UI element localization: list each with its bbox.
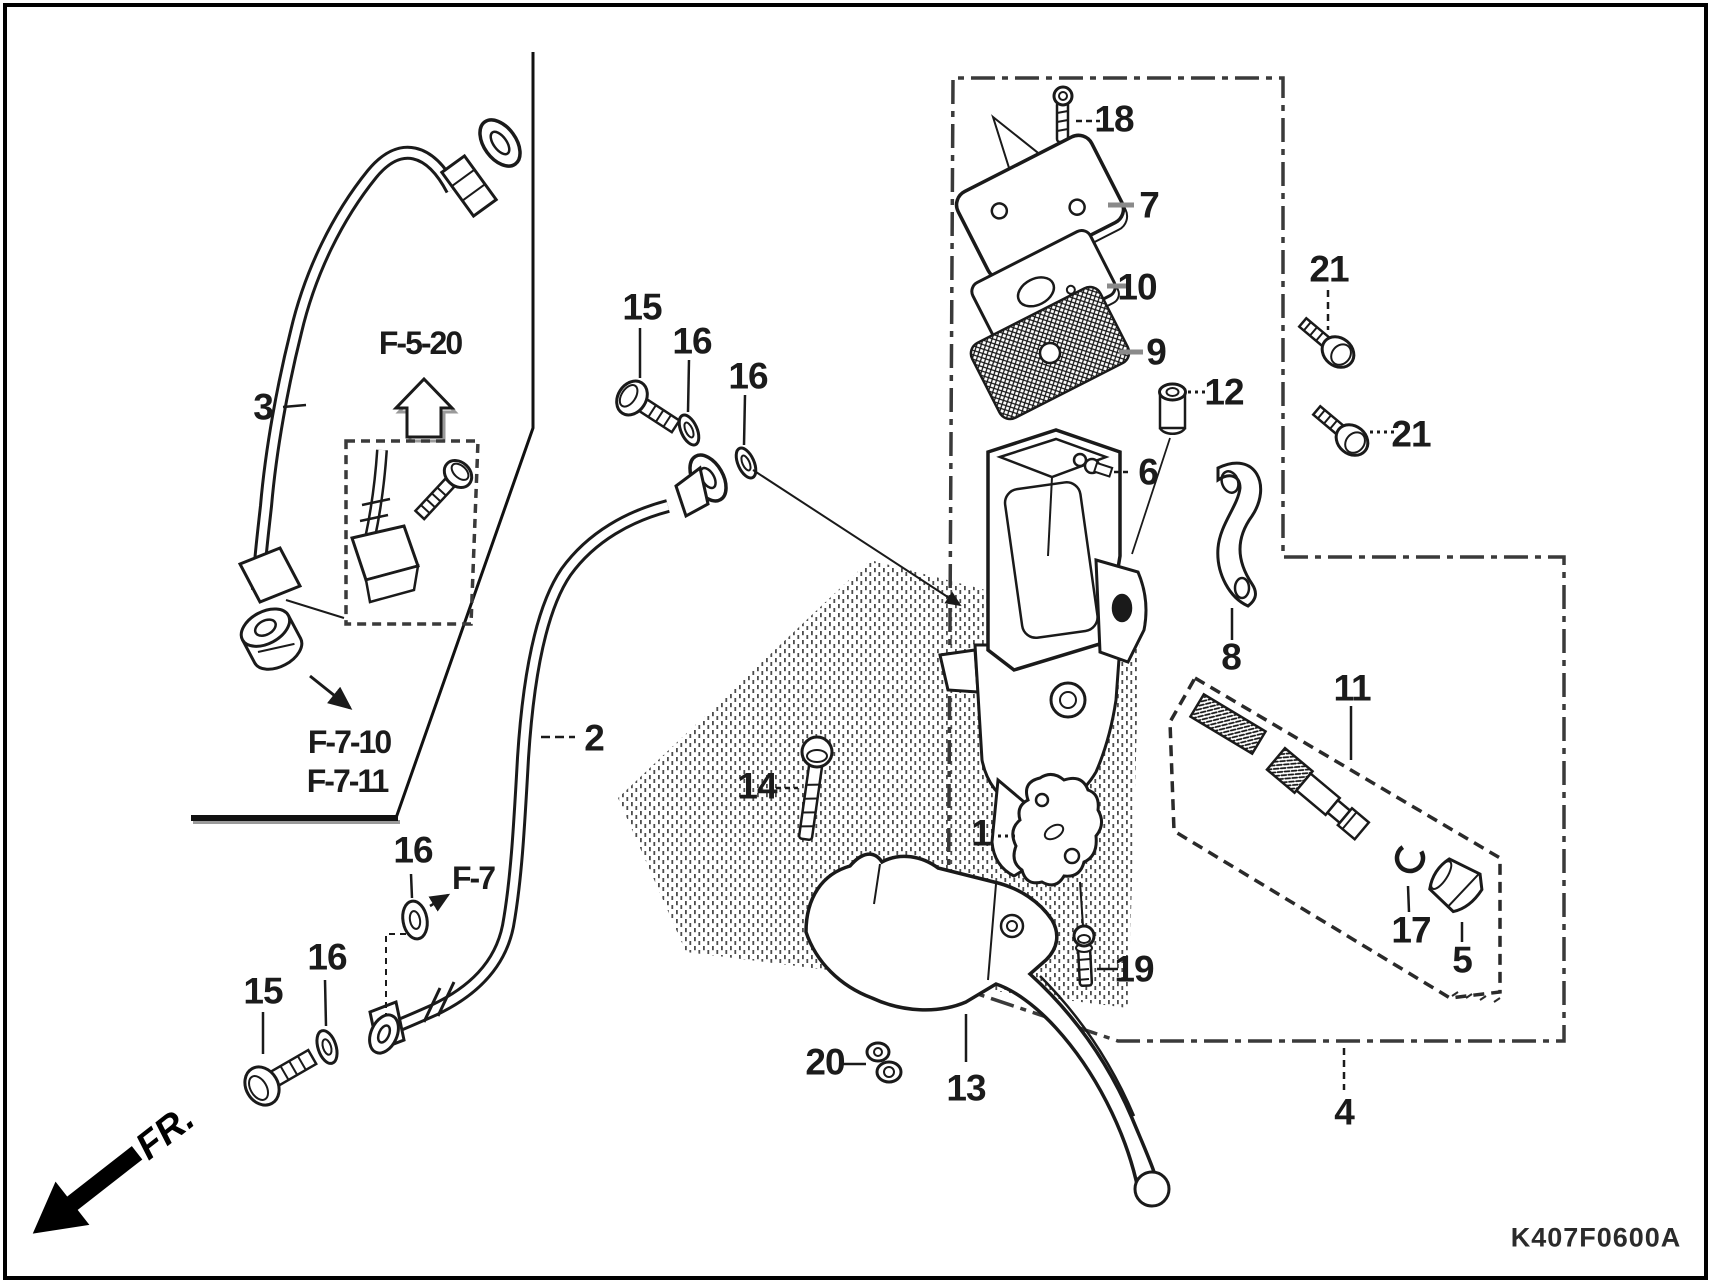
part-label-11: 11 [1333, 667, 1371, 709]
part-label-1: 1 [971, 812, 992, 854]
part-label-18: 18 [1094, 98, 1134, 140]
hose-joint-detail-box [285, 439, 480, 626]
part-label-17: 17 [1391, 909, 1431, 951]
part-label-4: 4 [1334, 1091, 1355, 1133]
part-label-3: 3 [253, 386, 274, 428]
sealing-washer-16-a [677, 413, 701, 447]
front-arrow-icon [32, 1181, 90, 1234]
part-label-15: 15 [622, 286, 662, 328]
diagram-code: K407F0600A [1510, 1222, 1682, 1253]
banjo-bolt-15-top [615, 379, 682, 434]
hose-3-eyelet-top [478, 118, 522, 168]
diaphragm-9 [969, 285, 1131, 421]
f7-ref-arrow [428, 893, 451, 912]
part-label-16: 16 [307, 936, 347, 978]
hose-2-eyelet-bottom [368, 1013, 400, 1055]
hose-3-eyelet-bottom [239, 607, 304, 671]
sealing-washer-16-d [401, 899, 429, 941]
ref-label-f-5-20: F-5-20 [378, 325, 463, 361]
part-label-15: 15 [243, 970, 283, 1012]
part-label-6: 6 [1138, 451, 1159, 493]
part-label-8: 8 [1221, 636, 1242, 678]
part-label-16: 16 [393, 829, 433, 871]
holder-clamp-8 [1216, 461, 1263, 608]
bolt-21-b [1311, 404, 1370, 457]
master-cylinder-kit-box [1168, 675, 1502, 1003]
reservoir-cap-7 [954, 133, 1129, 287]
part-label-16: 16 [728, 355, 768, 397]
sealing-washer-16-b [734, 446, 758, 480]
banjo-bolt-15-bottom [243, 1048, 318, 1107]
boot-5 [1428, 857, 1484, 914]
part-label-12: 12 [1204, 371, 1244, 413]
lever-bracket-1 [1011, 773, 1103, 927]
hose-2-mount-leader [752, 469, 962, 607]
screw-6 [1072, 452, 1114, 478]
ref-label-f-7-10: F-7-10 [307, 724, 392, 760]
circlip-17 [1394, 842, 1426, 874]
ref-label-f-7-11: F-7-11 [306, 763, 389, 799]
part-label-20: 20 [805, 1041, 845, 1083]
part-label-10: 10 [1117, 266, 1157, 308]
section-boundary-left [191, 52, 535, 824]
ref-label-f-7: F-7 [452, 860, 496, 896]
bolt-21-a [1297, 316, 1356, 369]
front-arrow-shaft [64, 1146, 143, 1213]
hose-3-crimp [439, 153, 499, 219]
part-label-16: 16 [672, 320, 712, 362]
part-label-19: 19 [1114, 948, 1154, 990]
leader-lines [261, 119, 1464, 1090]
part-label-21: 21 [1391, 413, 1431, 455]
brake-lever-13 [804, 852, 1171, 1208]
hose-3-ref-arrow [309, 674, 353, 710]
joint-bolt [413, 459, 474, 521]
ref-arrow-up-icon [392, 376, 459, 443]
part-label-14: 14 [737, 765, 777, 807]
part-label-2: 2 [584, 717, 605, 759]
page-frame [3, 3, 1708, 1280]
brake-hose-2 [368, 453, 728, 1055]
part-label-21: 21 [1309, 248, 1349, 290]
brake-hose-3 [237, 118, 522, 671]
front-direction-marker: FR. [32, 1097, 202, 1234]
pivot-bolt-14 [797, 735, 834, 841]
spring [1188, 692, 1268, 756]
part-label-5: 5 [1452, 939, 1473, 981]
sealing-washer-16-c [315, 1029, 339, 1065]
detail-region-border [946, 76, 1566, 1043]
part-label-13: 13 [946, 1067, 986, 1109]
part-label-9: 9 [1146, 331, 1167, 373]
master-cylinder-body [938, 428, 1148, 878]
screw-19 [1072, 924, 1096, 988]
connector-12 [1131, 382, 1187, 555]
piston-11 [1265, 746, 1371, 842]
nut-20 [865, 1041, 903, 1084]
part-label-7: 7 [1139, 184, 1160, 226]
